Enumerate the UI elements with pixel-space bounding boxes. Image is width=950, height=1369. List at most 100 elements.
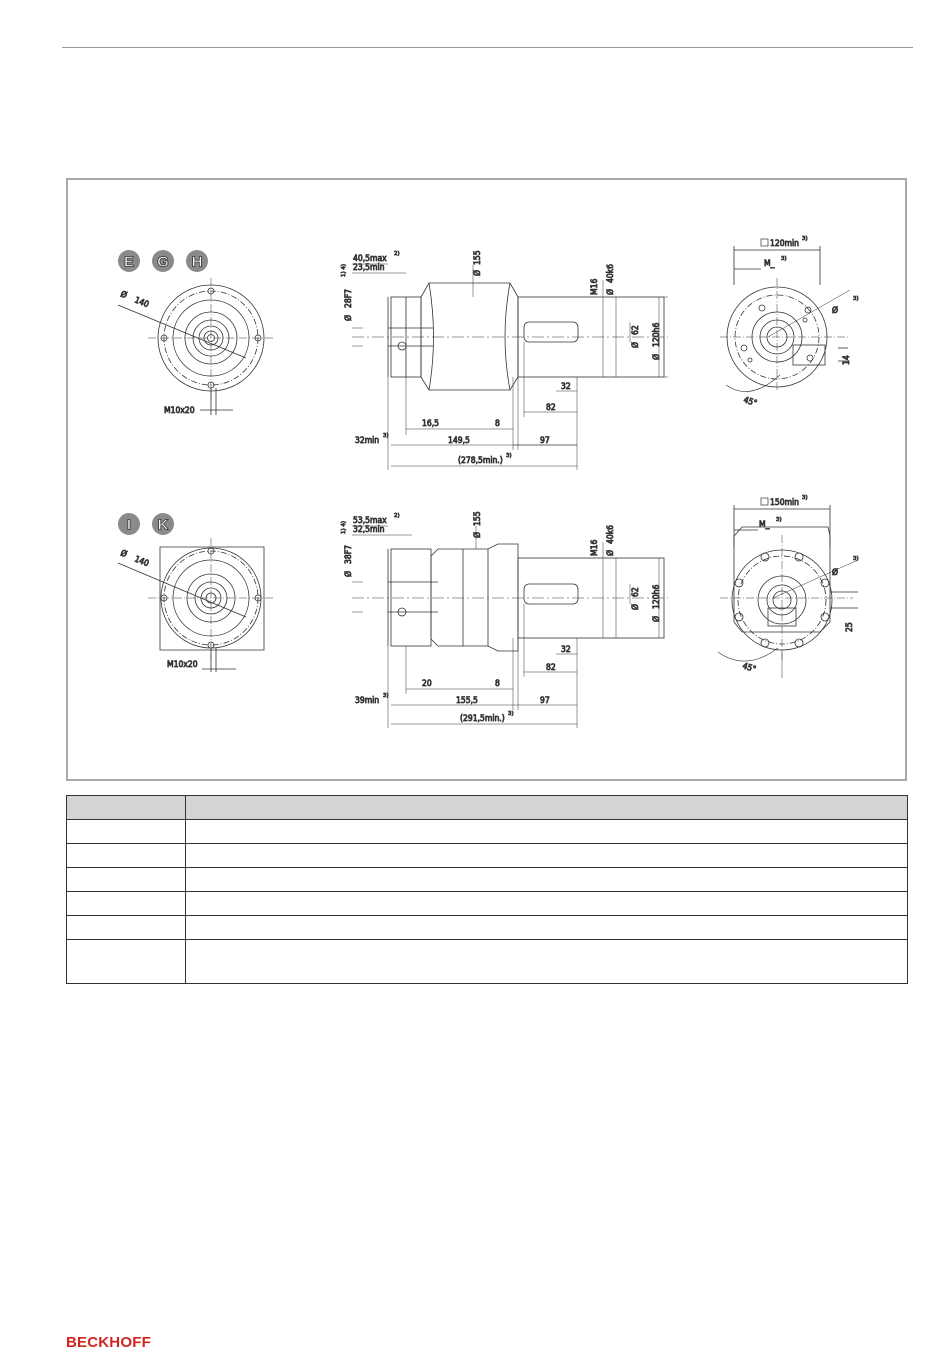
side-bottom-m16: M16 [590,540,600,556]
side-bottom-39min: 39min [355,696,379,706]
side-top-32min: 32min [355,436,379,446]
side-top-max: 40,5max [353,254,387,264]
side-bottom-max: 53,5max [353,516,387,526]
side-view-top-dimensions [352,263,668,470]
side-bottom-max-sup: 2) [394,513,400,519]
table-cell [66,819,186,844]
rear-bottom-m-sup: 3) [776,517,782,523]
side-bottom-97: 97 [540,696,550,706]
badge-group-top: E G H [118,250,208,272]
table-cell [66,915,186,940]
rear-bottom-dia-symbol: Ø [832,567,838,578]
rear-top-14: 14 [842,355,852,365]
table-cell [185,891,908,916]
front-bottom-thread: M10x20 [167,660,198,670]
side-bottom-8: 8 [495,679,500,689]
table-row [66,891,908,916]
side-bottom-d120: 120h6 [652,585,662,609]
side-top-82: 82 [546,403,556,413]
table-header-cell [66,795,186,820]
side-bottom-bore: 38F7 [344,545,354,564]
table-cell [66,891,186,916]
side-bottom-20: 20 [422,679,432,689]
side-top-m16: M16 [590,279,600,295]
side-top-max-sup: 2) [394,251,400,257]
table-row [66,915,908,940]
rear-view-top [720,246,851,392]
side-top-total: (278,5min.) [458,456,503,466]
side-top-d40-symbol: Ø [605,289,616,295]
side-top-8: 8 [495,419,500,429]
rear-bottom-square-sup: 3) [802,495,808,501]
side-top-16-5: 16,5 [422,419,439,429]
badge-k: K [158,517,169,534]
side-top-32: 32 [561,382,571,392]
rear-bottom-square-symbol [760,497,769,506]
rear-top-square-symbol [760,238,769,247]
rear-top-square: 120min [770,239,799,249]
side-top-149-5: 149,5 [448,436,470,446]
side-bottom-d155-symbol: Ø [472,532,483,538]
side-bottom-d155: 155 [473,511,483,526]
rear-top-m-sup: 3) [781,256,787,262]
side-top-d120: 120h6 [652,323,662,347]
side-top-d40: 40k6 [606,264,616,283]
front-bottom-diameter-symbol: Ø [119,548,129,560]
badge-h: H [192,254,203,271]
front-top-diameter-symbol: Ø [119,289,129,301]
side-top-d120-symbol: Ø [651,354,662,360]
rear-bottom-dia-sup: 3) [853,556,859,562]
table-row [66,939,908,984]
table-cell [185,915,908,940]
rear-top-angle: 45° [742,395,758,409]
badge-e: E [124,254,134,271]
rear-top-dia-sup: 3) [853,296,859,302]
side-top-bore-symbol: Ø [343,315,354,321]
front-bottom-diameter: 140 [133,555,150,570]
table-header-row [66,795,908,820]
badge-i: I [127,517,131,534]
table-cell [185,843,908,868]
table-row [66,843,908,868]
side-bottom-155-5: 155,5 [456,696,478,706]
side-bottom-bore-symbol: Ø [343,571,354,577]
side-bottom-d62-symbol: Ø [630,604,641,610]
rear-bottom-25: 25 [845,622,855,632]
side-top-min: 23,5min [353,263,385,273]
side-top-total-sup: 3) [506,453,512,459]
side-bottom-d120-symbol: Ø [651,616,662,622]
side-view-bottom-dimensions [352,525,660,728]
front-view-bottom [117,538,274,672]
spec-table [66,795,908,984]
rear-bottom-square: 150min [770,498,799,508]
badge-g: G [157,254,169,271]
rear-bottom-angle: 45° [741,661,757,675]
side-bottom-d40: 40k6 [606,525,616,544]
front-top-diameter: 140 [133,296,150,311]
side-top-32min-sup: 3) [383,433,389,439]
rear-bottom-m: M_ [759,520,770,530]
rear-top-dia-symbol: Ø [832,305,838,316]
table-header-cell [185,795,908,820]
side-top-d62: 62 [631,325,641,335]
table-cell [185,819,908,844]
front-top-thread: M10x20 [164,406,195,416]
side-bottom-39min-sup: 3) [383,693,389,699]
side-view-bottom [352,543,668,652]
table-row [66,867,908,892]
technical-drawing: E G H Ø 140 M10x20 [117,236,859,728]
badge-group-bottom: I K [118,513,174,535]
side-top-d155-symbol: Ø [472,270,483,276]
side-bottom-32: 32 [561,645,571,655]
rear-top-square-sup: 3) [802,236,808,242]
table-cell [66,843,186,868]
side-top-bore-sup: 1) 4) [341,264,347,277]
rear-view-bottom [717,505,859,678]
side-top-d62-symbol: Ø [630,342,641,348]
table-cell [185,939,908,984]
table-cell [185,867,908,892]
side-view-top [352,282,668,391]
front-view-top [117,278,274,415]
header-rule [62,47,913,48]
side-bottom-d40-symbol: Ø [605,550,616,556]
